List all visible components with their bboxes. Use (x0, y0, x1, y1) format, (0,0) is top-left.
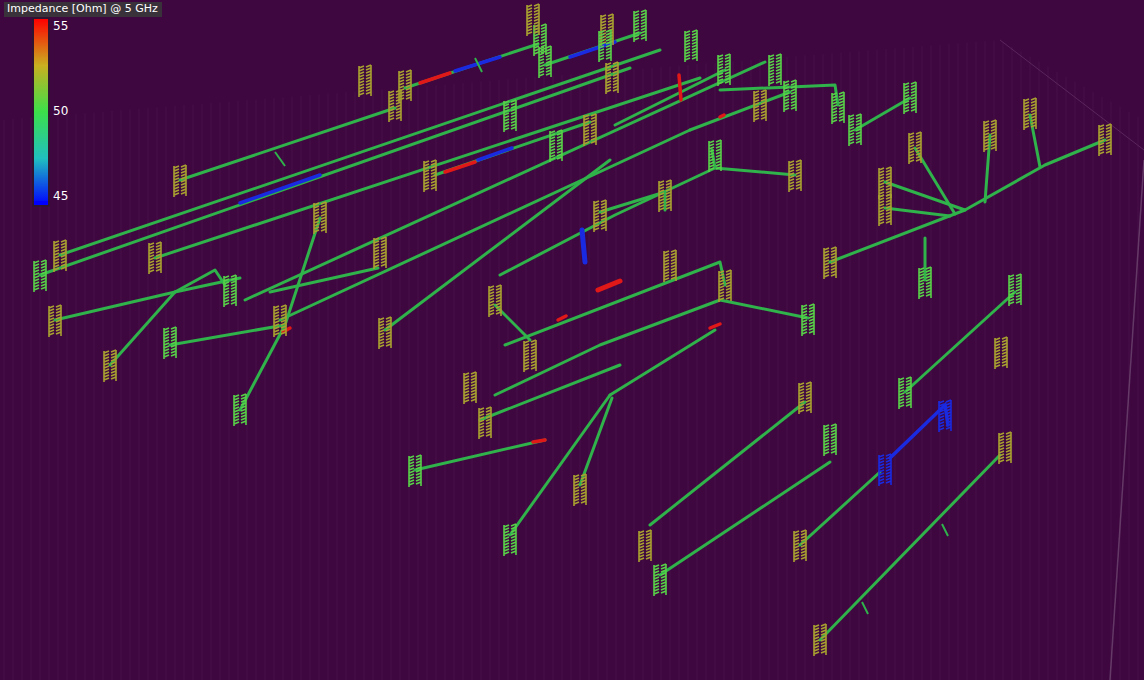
colorbar-swatch (34, 201, 48, 205)
colorbar-swatch (34, 19, 48, 112)
colorbar-tick: 50 (53, 104, 68, 118)
colorbar-tick: 55 (53, 19, 68, 33)
colorbar-swatch (34, 112, 48, 205)
legend-title: Impedance [Ohm] @ 5 GHz (7, 3, 158, 15)
colorbar-tick: 45 (53, 189, 68, 203)
